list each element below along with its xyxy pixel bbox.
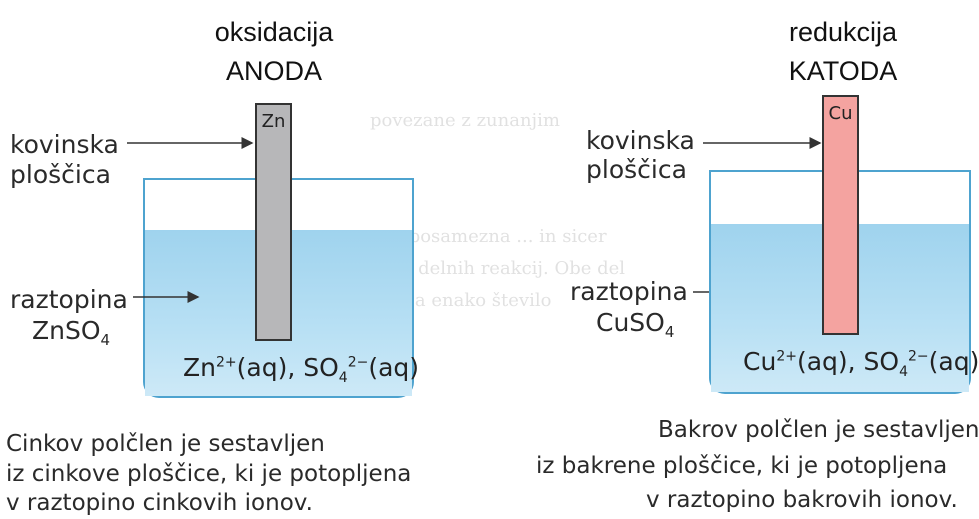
copper-plate-label: Cu <box>828 103 853 124</box>
zinc-plate-label: Zn <box>261 111 286 132</box>
copper-plate: Cu <box>822 95 859 335</box>
right-caption-line1: Bakrov polčlen je sestavljen <box>658 417 979 443</box>
right-caption-line2: iz bakrene ploščice, ki je potopljena <box>536 453 948 479</box>
anode-title: ANODA <box>225 56 323 86</box>
oxidation-title: oksidacija <box>214 17 334 47</box>
background-bleed-text: menja enako število <box>370 290 552 311</box>
copper-ions: Cu2+(aq), SO42−(aq) <box>743 347 979 380</box>
background-bleed-text: povezane z zunanjim <box>370 110 560 131</box>
solution-callout: raztopina <box>10 285 128 314</box>
plate-callout-line1: kovinska <box>586 126 695 155</box>
solution-callout: raztopina <box>570 277 688 306</box>
background-bleed-text: preh delnih reakcij. Obe del <box>370 258 626 279</box>
reduction-title: redukcija <box>788 17 898 47</box>
left-caption-line1: Cinkov polčlen je sestavljen <box>6 431 325 457</box>
right-caption-line3: v raztopino bakrovih ionov. <box>646 487 958 513</box>
background-bleed-text: ena posamezna ... in sicer <box>370 226 607 247</box>
left-caption-line3: v raztopino cinkovih ionov. <box>6 490 313 516</box>
zinc-plate: Zn <box>255 103 292 341</box>
cathode-title: KATODA <box>788 56 898 86</box>
solution-formula: ZnSO4 <box>32 316 111 349</box>
plate-callout-line2: ploščica <box>10 160 111 189</box>
left-caption-line2: iz cinkove ploščice, ki je potopljena <box>6 461 412 487</box>
plate-callout-line1: kovinska <box>10 130 119 159</box>
plate-callout-line2: ploščica <box>586 155 687 184</box>
zinc-ions: Zn2+(aq), SO42−(aq) <box>183 353 420 386</box>
solution-formula: CuSO4 <box>596 308 675 341</box>
